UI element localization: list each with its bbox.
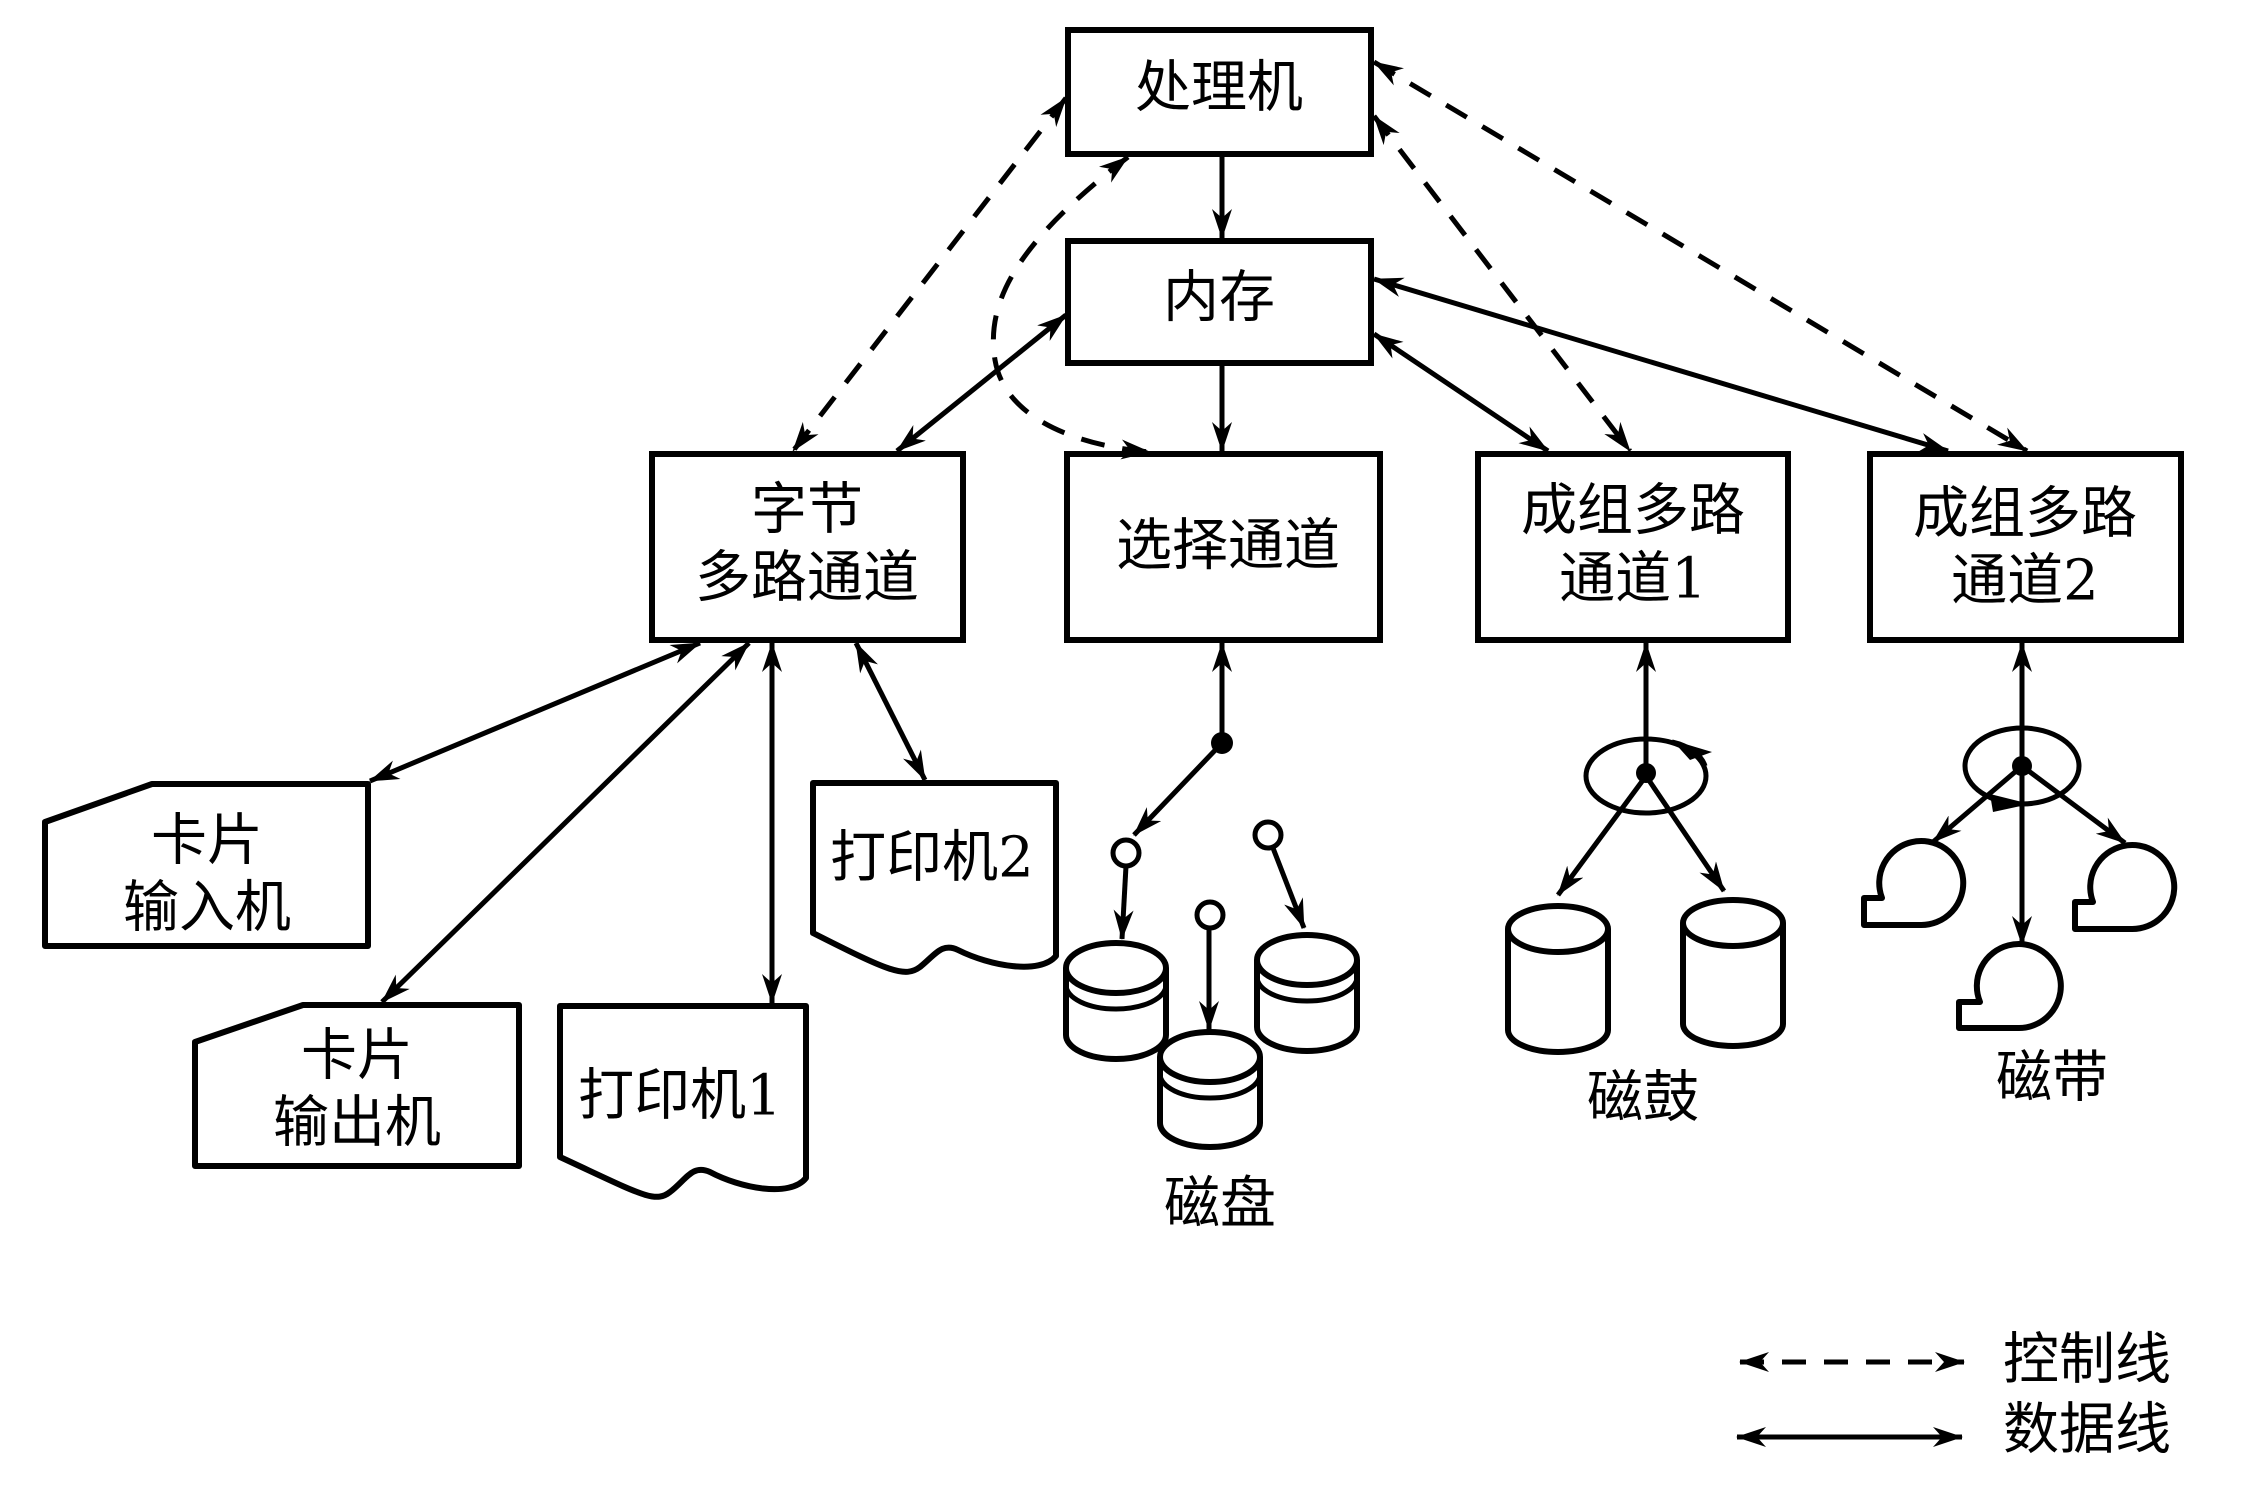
card-reader-label-line1: 卡片 [151, 809, 263, 874]
disk-1 [1063, 940, 1169, 1062]
data-line-switch-drum-2 [1643, 774, 1727, 893]
processor-box: 处理机 [1065, 27, 1374, 157]
tape-group-label: 磁带 [1996, 1046, 2108, 1111]
memory-label: 内存 [1163, 266, 1275, 331]
card-reader-device: 卡片 输入机 [42, 781, 371, 949]
block-multiplexer-channel-2-box: 成组多路 通道2 [1867, 451, 2184, 643]
disk-2 [1157, 1029, 1263, 1150]
tape-rotation-arrowhead-icon [1990, 794, 2030, 812]
card-reader-label-line2: 输入机 [123, 876, 291, 941]
legend-control-line-label: 控制线 [2003, 1328, 2171, 1393]
data-line-switch-drum-1 [1555, 774, 1649, 897]
data-line-switch-tape-2 [2020, 763, 2127, 846]
byte-channel-label-line2: 多路通道 [695, 546, 919, 611]
block-multiplexer-channel-1-box: 成组多路 通道1 [1475, 451, 1791, 643]
tape-2 [2072, 842, 2178, 933]
drum-1 [1505, 903, 1611, 1055]
control-line-processor-selector-channel [990, 155, 1151, 460]
block-channel-2-label-line1: 成组多路 [1913, 482, 2137, 547]
data-line-byte-card-reader [369, 640, 701, 784]
memory-box: 内存 [1065, 238, 1374, 366]
printer-1-label: 打印机1 [578, 1064, 782, 1129]
byte-channel-label-line1: 字节 [751, 478, 863, 543]
selector-channel-label: 选择通道 [1116, 514, 1340, 579]
data-line-byte-printer-2 [853, 641, 928, 782]
disk-3 [1254, 932, 1360, 1054]
data-line-memory-block-channel-2 [1373, 276, 1949, 454]
disk-contact-2 [1194, 899, 1226, 1031]
disk-group-label: 磁盘 [1164, 1172, 1276, 1237]
byte-multiplexer-channel-box: 字节 多路通道 [649, 451, 966, 643]
control-line-processor-block-channel-1 [1372, 114, 1632, 453]
disk-contact-3 [1252, 819, 1307, 929]
data-line-memory-byte-channel [895, 313, 1068, 453]
card-punch-label-line1: 卡片 [301, 1024, 413, 1089]
legend-data-line-label: 数据线 [2003, 1398, 2171, 1463]
block-channel-2-label-line2: 通道2 [1951, 549, 2099, 614]
data-line-memory-block-channel-1 [1372, 331, 1550, 454]
selector-channel-box: 选择通道 [1064, 451, 1383, 643]
control-line-processor-block-channel-2 [1372, 59, 2029, 454]
card-punch-device: 卡片 输出机 [192, 1002, 522, 1169]
tape-3 [1956, 941, 2064, 1032]
card-punch-label-line2: 输出机 [273, 1091, 441, 1156]
control-line-processor-byte-channel [791, 96, 1068, 453]
drum-group-label: 磁鼓 [1587, 1066, 1699, 1131]
printer-2-label: 打印机2 [830, 826, 1034, 891]
rotation-arrowhead-icon [1672, 740, 1712, 760]
block-channel-1-label-line1: 成组多路 [1521, 479, 1745, 544]
data-line-switch-tape-1 [1931, 764, 2024, 844]
legend: 控制线 数据线 [1736, 1328, 2171, 1463]
data-line-byte-card-punch [380, 641, 751, 1004]
block-channel-1-label-line2: 通道1 [1559, 547, 1707, 612]
drum-switch-pivot [1636, 763, 1656, 783]
tape-1 [1861, 838, 1967, 929]
drum-rotary-switch [1583, 736, 1709, 816]
printer-1-device: 打印机1 [557, 1003, 809, 1200]
printer-2-device: 打印机2 [810, 780, 1059, 975]
disk-contact-1 [1110, 837, 1142, 940]
drum-2 [1680, 897, 1786, 1049]
selector-switch-arm [1132, 741, 1224, 837]
processor-label: 处理机 [1135, 56, 1303, 121]
